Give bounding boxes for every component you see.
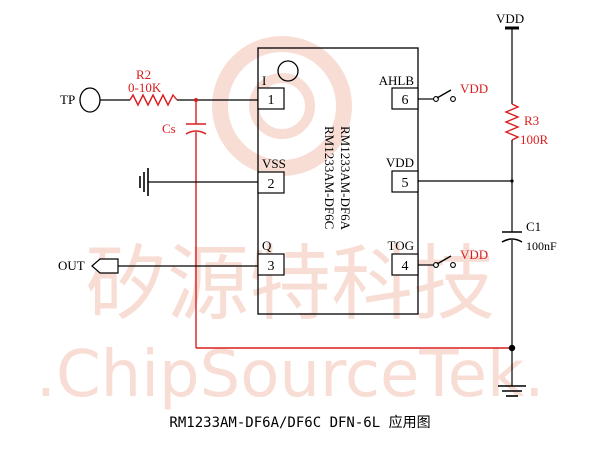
pin-label-i: I: [262, 73, 266, 88]
c1-name: C1: [526, 219, 541, 234]
watermark: 矽源特科技 .ChipSourceTek.: [36, 36, 545, 412]
pin-label-tog: TOG: [388, 238, 414, 253]
resistor-r2-icon: [129, 93, 178, 107]
vss-ground: [139, 168, 258, 196]
pin-number-2: 2: [268, 177, 275, 192]
switch-contact-right-icon: [450, 262, 456, 268]
r2-value: 0-10K: [128, 80, 162, 95]
out-label: OUT: [58, 258, 85, 273]
touch-pad-icon: [79, 87, 101, 113]
pin-number-3: 3: [268, 259, 275, 274]
resistor-r3-icon: [504, 103, 520, 141]
pin-box-3: [257, 253, 285, 276]
r3-name: R3: [524, 113, 539, 128]
cs-branch: Cs: [162, 98, 512, 349]
switch-lever-icon: [436, 89, 452, 99]
out-output: OUT: [58, 258, 258, 274]
tp-label: TP: [60, 92, 75, 107]
c1-plate-bottom-icon: [501, 238, 523, 243]
watermark-english: .ChipSourceTek.: [36, 338, 545, 412]
chip: 1 2 3 4 5 6 I VSS Q TOG VDD AHLB RM1233A…: [257, 47, 419, 315]
watermark-logo-inner: [249, 73, 315, 139]
c1-value: 100nF: [526, 239, 557, 253]
junction-vdd: [510, 179, 514, 183]
cs-plate-bottom-icon: [185, 130, 207, 135]
pin-label-vdd: VDD: [386, 155, 414, 170]
tog-vdd-label: VDD: [460, 247, 488, 262]
pin-label-vss: VSS: [262, 156, 286, 171]
switch-contact-right-icon: [450, 96, 456, 102]
pin-label-ahlb: AHLB: [379, 73, 415, 88]
tp-input: TP R2 0-10K: [60, 67, 258, 113]
pin-number-1: 1: [268, 93, 275, 108]
chip-name-b: RM1233AM-DF6C: [322, 126, 337, 229]
switch-lever-icon: [436, 255, 452, 265]
r2-name: R2: [136, 67, 151, 82]
pin-number-4: 4: [402, 259, 409, 274]
watermark-chinese: 矽源特科技: [85, 237, 495, 332]
cs-label: Cs: [162, 121, 176, 136]
chip-name-a: RM1233AM-DF6A: [338, 126, 353, 231]
watermark-logo-ring: [212, 36, 352, 176]
diagram-caption: RM1233AM-DF6A/DF6C DFN-6L 应用图: [169, 415, 431, 431]
junction-ground: [508, 344, 516, 352]
r3-value: 100R: [520, 132, 549, 147]
pin-number-6: 6: [402, 93, 409, 108]
ahlb-vdd-label: VDD: [460, 81, 488, 96]
vdd-top-label: VDD: [496, 11, 524, 26]
ahlb-switch: VDD: [418, 81, 488, 102]
power-rail: VDD R3 100R C1 100nF: [418, 11, 557, 397]
pin-box-1: [257, 87, 285, 110]
pin-number-5: 5: [402, 176, 409, 191]
pin1-marker-icon: [277, 60, 299, 82]
tog-switch: VDD: [418, 247, 488, 268]
pin-label-q: Q: [262, 238, 272, 253]
